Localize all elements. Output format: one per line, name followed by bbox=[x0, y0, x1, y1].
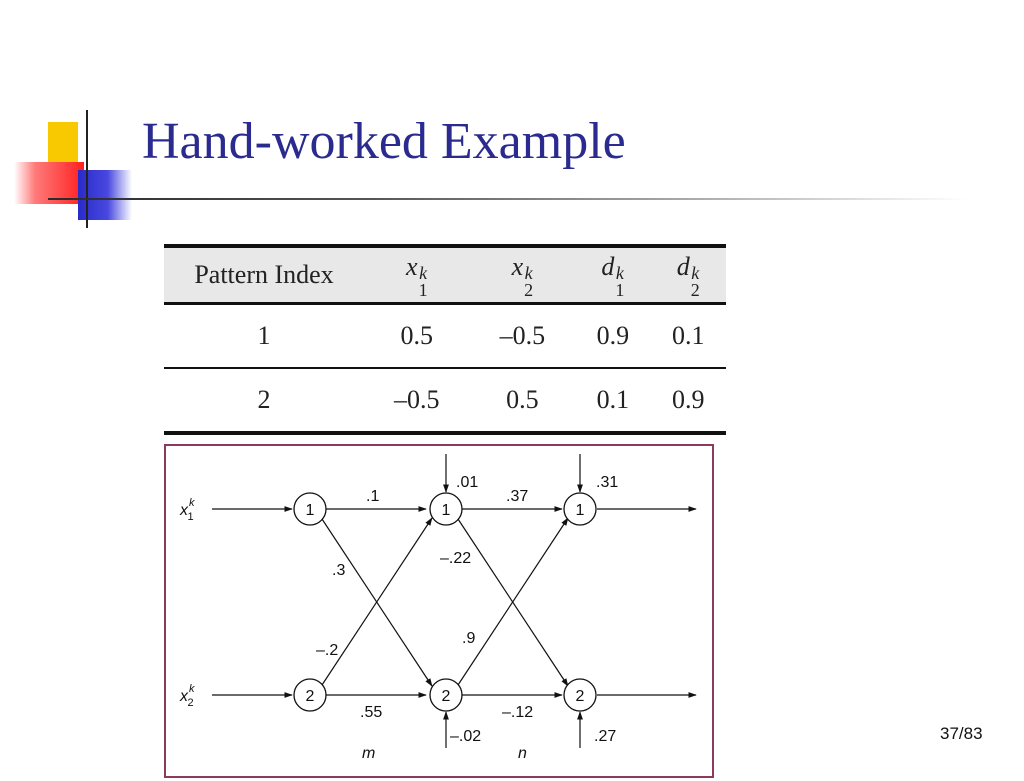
layer-label-n: n bbox=[518, 745, 527, 762]
weight-in2-hid1: –.2 bbox=[316, 642, 338, 659]
table-cell: 0.9 bbox=[650, 368, 726, 435]
output-node-2 bbox=[563, 678, 597, 712]
weight-in1-hid1: .1 bbox=[366, 488, 379, 505]
weight-in2-hid2: .55 bbox=[360, 704, 382, 721]
slide-title: Hand-worked Example bbox=[142, 113, 626, 170]
output-node-1-label: 1 bbox=[576, 502, 585, 519]
weight-hid2-out1: .9 bbox=[462, 630, 475, 647]
hidden-node-1-label: 1 bbox=[442, 502, 451, 519]
header-d2-base: d bbox=[676, 251, 690, 281]
table-cell: –0.5 bbox=[364, 368, 470, 435]
header-d2-sup: k bbox=[691, 262, 700, 283]
header-d1-sub: 1 bbox=[615, 279, 625, 300]
input-node-1-label: 1 bbox=[306, 502, 315, 519]
table-row: 1 0.5 –0.5 0.9 0.1 bbox=[164, 303, 726, 369]
page-number: 37/83 bbox=[940, 724, 983, 743]
table-cell: 0.5 bbox=[364, 303, 470, 369]
bias-output-2: .27 bbox=[594, 728, 616, 745]
layer-label-m: m bbox=[362, 745, 375, 762]
weight-hid2-out2: –.12 bbox=[502, 704, 533, 721]
header-x1-base: x bbox=[406, 251, 418, 281]
hidden-node-2-label: 2 bbox=[442, 688, 451, 705]
decor-vertical-line bbox=[86, 110, 88, 228]
table-cell: 2 bbox=[164, 368, 364, 435]
table-cell: 0.9 bbox=[575, 303, 651, 369]
header-x2-sup: k bbox=[524, 262, 533, 283]
input-node-2 bbox=[293, 678, 327, 712]
edge-hid2-out1 bbox=[457, 517, 569, 686]
weight-in1-hid2: .3 bbox=[332, 562, 345, 579]
output-node-1 bbox=[563, 492, 597, 526]
table-cell: 0.1 bbox=[650, 303, 726, 369]
table-cell: 0.1 bbox=[575, 368, 651, 435]
header-pattern-index: Pattern Index bbox=[164, 244, 364, 305]
title-underline bbox=[48, 198, 968, 200]
edge-in2-hid1 bbox=[321, 517, 433, 686]
header-d1-base: d bbox=[601, 251, 615, 281]
header-x2-sub: 2 bbox=[524, 279, 534, 300]
header-x1-sub: 1 bbox=[418, 279, 428, 300]
output-node-2-label: 2 bbox=[576, 688, 585, 705]
bias-hidden-1: .01 bbox=[456, 474, 478, 491]
weight-hid1-out1: .37 bbox=[506, 488, 528, 505]
header-x1-sup: k bbox=[419, 262, 428, 283]
header-d2-sub: 2 bbox=[690, 279, 700, 300]
decor-red-square bbox=[14, 162, 84, 204]
header-x2-base: x bbox=[511, 251, 524, 281]
table-cell: 0.5 bbox=[469, 368, 576, 435]
bias-hidden-2: –.02 bbox=[450, 728, 481, 745]
hidden-node-2 bbox=[429, 678, 463, 712]
table-row: 2 –0.5 0.5 0.1 0.9 bbox=[164, 368, 726, 435]
header-d1-sup: k bbox=[615, 262, 624, 283]
bias-output-1: .31 bbox=[596, 474, 618, 491]
table-cell: 1 bbox=[164, 303, 364, 369]
input-node-1 bbox=[293, 492, 327, 526]
hidden-node-1 bbox=[429, 492, 463, 526]
weight-hid1-out2: –.22 bbox=[440, 550, 471, 567]
input-node-2-label: 2 bbox=[306, 688, 315, 705]
table-cell: –0.5 bbox=[469, 303, 576, 369]
